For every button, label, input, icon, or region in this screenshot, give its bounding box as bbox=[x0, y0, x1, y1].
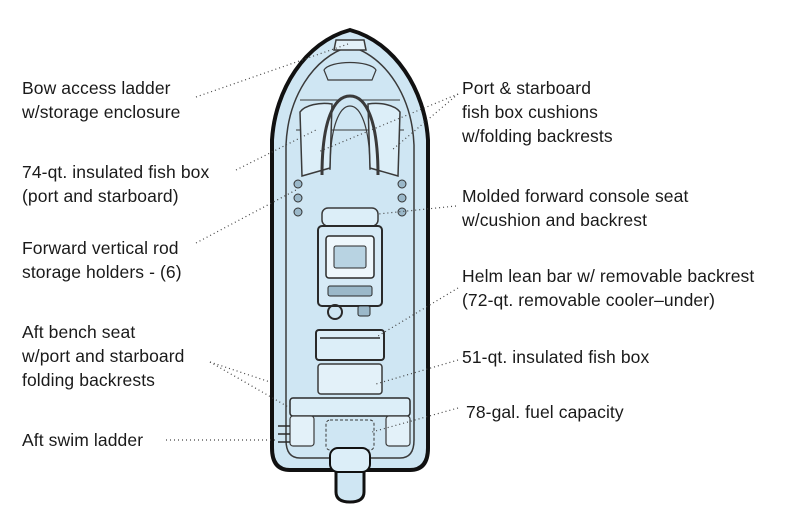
outboard-motor bbox=[334, 468, 366, 504]
label-cushions: Port & starboard fish box cushions w/fol… bbox=[462, 78, 613, 146]
aft-backrest-port bbox=[289, 415, 315, 447]
leader-aft-bench-b bbox=[209, 361, 291, 409]
steering-wheel bbox=[327, 304, 343, 320]
label-console-seat: Molded forward console seat w/cushion an… bbox=[462, 186, 689, 230]
fuel-tank bbox=[325, 419, 375, 451]
leader-rod-holders bbox=[195, 189, 297, 244]
aft-bench-seat bbox=[289, 397, 411, 417]
leader-fuel bbox=[371, 407, 459, 433]
console-display bbox=[333, 245, 367, 269]
leader-fish-box-74 bbox=[235, 129, 317, 171]
rod-holders bbox=[293, 179, 407, 217]
fish-box-74-starboard bbox=[367, 102, 401, 177]
label-fuel: 78-gal. fuel capacity bbox=[466, 402, 624, 422]
bow-deck-panel bbox=[323, 61, 377, 81]
fish-box-74-port bbox=[299, 102, 333, 177]
fish-box-51 bbox=[317, 363, 383, 395]
bow-seat-arc-inner bbox=[329, 105, 371, 171]
leader-aft-bench-a bbox=[209, 361, 271, 383]
label-rod-holders: Forward vertical rod storage holders - (… bbox=[22, 238, 182, 282]
leader-cushion-starboard bbox=[391, 93, 459, 151]
bow-seat-arc bbox=[320, 94, 380, 176]
aft-backrest-starboard bbox=[385, 415, 411, 447]
leader-lines bbox=[166, 43, 459, 441]
label-bow-ladder: Bow access ladder w/storage enclosure bbox=[22, 78, 181, 122]
label-swim-ladder: Aft swim ladder bbox=[22, 430, 144, 450]
label-fish-box-51: 51-qt. insulated fish box bbox=[462, 347, 650, 367]
label-lean-bar: Helm lean bar w/ removable backrest (72-… bbox=[462, 266, 755, 310]
label-fish-box-74: 74-qt. insulated fish box (port and star… bbox=[22, 162, 210, 206]
console-gauge-strip bbox=[327, 285, 373, 297]
throttle bbox=[357, 305, 371, 317]
bow-ladder-enclosure bbox=[333, 39, 367, 51]
label-aft-bench: Aft bench seat w/port and starboard fold… bbox=[22, 322, 185, 390]
swim-ladder bbox=[278, 425, 290, 443]
console-seat bbox=[321, 207, 379, 227]
leader-bow-ladder bbox=[195, 43, 349, 98]
helm-lean-bar bbox=[315, 329, 385, 361]
motor-cowl bbox=[329, 447, 371, 473]
